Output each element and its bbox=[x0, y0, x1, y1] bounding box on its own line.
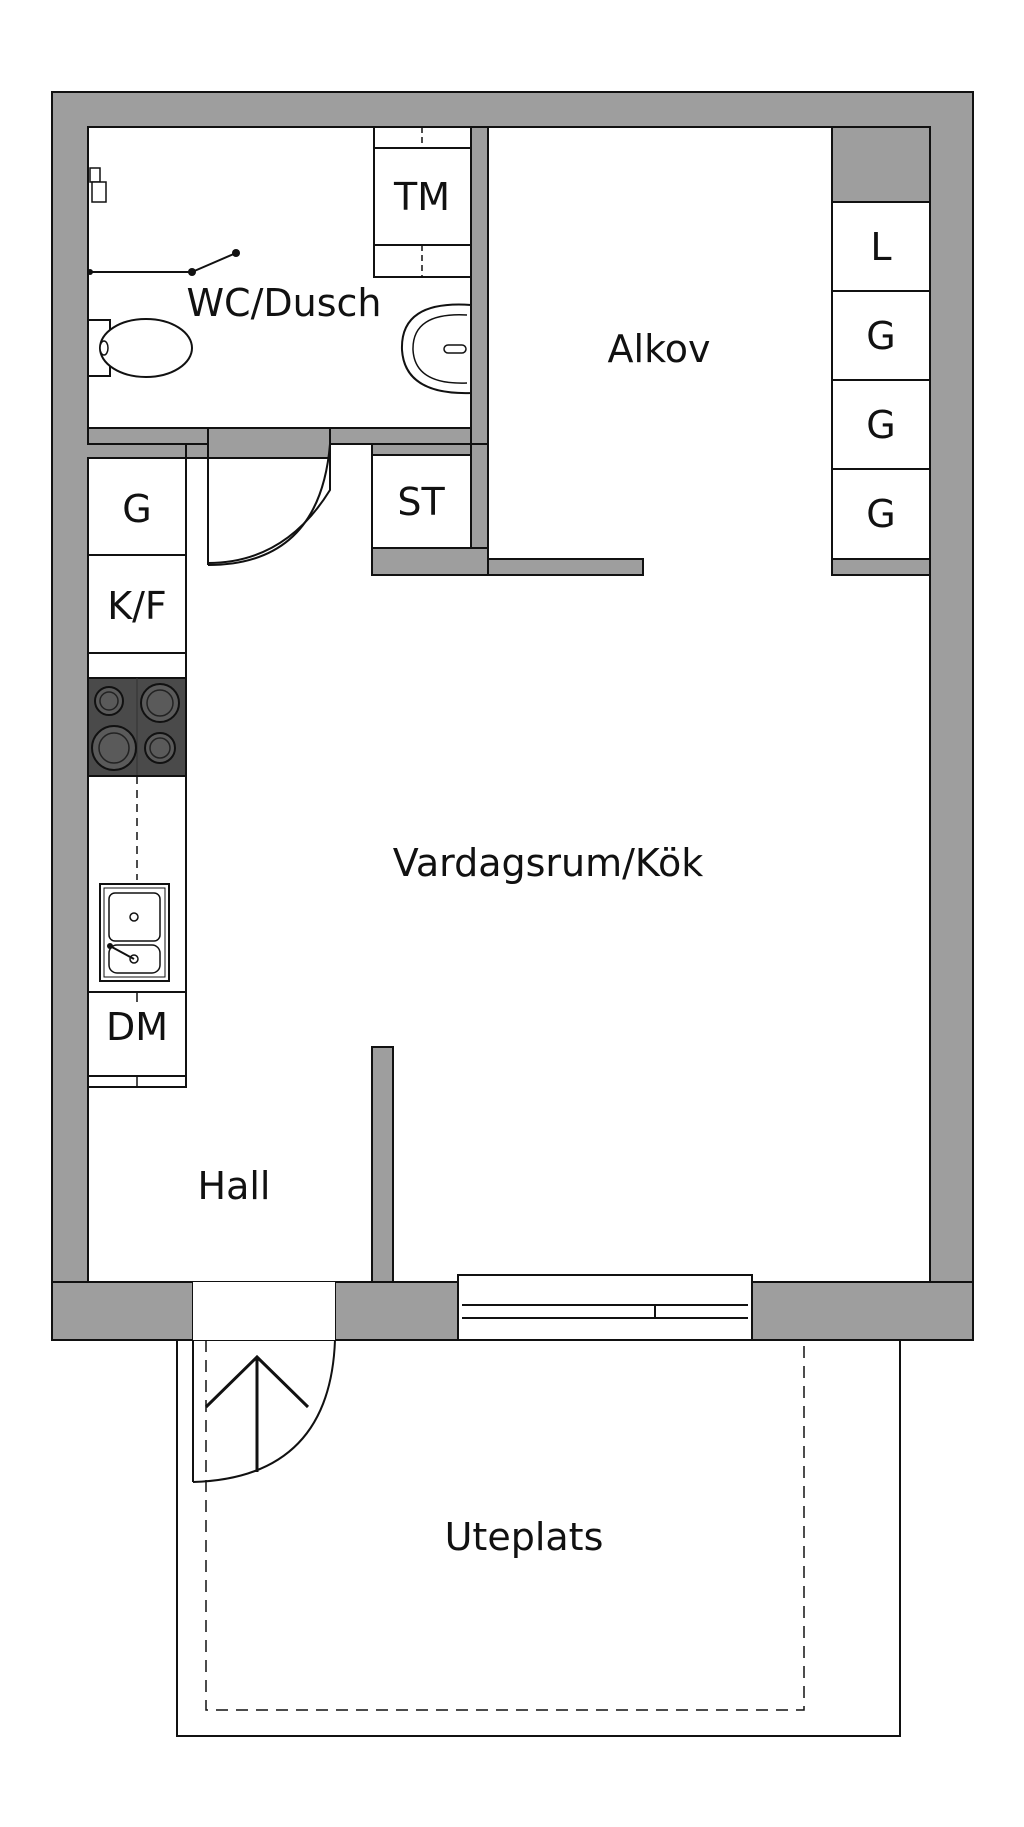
tm-label: TM bbox=[393, 175, 450, 219]
wall-bottom-mid bbox=[334, 1281, 459, 1341]
entry-door-swing bbox=[192, 1339, 336, 1483]
toilet-icon bbox=[87, 318, 193, 378]
patio bbox=[176, 1340, 901, 1737]
st-cabinet: ST bbox=[371, 443, 489, 576]
room-label-patio: Uteplats bbox=[445, 1515, 604, 1559]
entry-arrow-icon bbox=[204, 1354, 310, 1472]
g-kitchen-label: G bbox=[122, 487, 151, 531]
kitchen-counter: G K/F bbox=[87, 457, 187, 1088]
g3-label: G bbox=[866, 492, 895, 536]
washbasin-icon bbox=[400, 303, 472, 395]
g2-label: G bbox=[866, 403, 895, 447]
wall-bottom-right bbox=[751, 1281, 974, 1341]
wall-wc-right bbox=[470, 126, 489, 445]
room-label-hall: Hall bbox=[198, 1164, 271, 1208]
door-opening-entry bbox=[193, 1282, 335, 1340]
room-label-wc: WC/Dusch bbox=[186, 281, 381, 325]
wall-wc-bottom-right bbox=[329, 427, 472, 445]
alkov-closets: L G G G bbox=[831, 126, 931, 576]
g1-label: G bbox=[866, 314, 895, 358]
sink-icon bbox=[99, 883, 170, 982]
wall-kitchen-jamb bbox=[185, 443, 209, 459]
shower-icon bbox=[87, 167, 240, 276]
wc-door-swing bbox=[207, 443, 331, 566]
st-label: ST bbox=[397, 480, 445, 524]
kf-label: K/F bbox=[107, 584, 167, 628]
wall-wc-bottom-left bbox=[87, 427, 209, 445]
wall-hall-partition bbox=[371, 1046, 394, 1283]
room-label-living: Vardagsrum/Kök bbox=[393, 841, 703, 885]
stove-icon bbox=[87, 677, 187, 777]
l-label: L bbox=[870, 225, 891, 269]
tm-cabinet: TM bbox=[373, 126, 472, 278]
wall-bottom-left bbox=[51, 1281, 194, 1341]
dm-label: DM bbox=[106, 1005, 168, 1049]
window-bottom bbox=[457, 1274, 753, 1341]
room-label-alkov: Alkov bbox=[608, 327, 711, 371]
